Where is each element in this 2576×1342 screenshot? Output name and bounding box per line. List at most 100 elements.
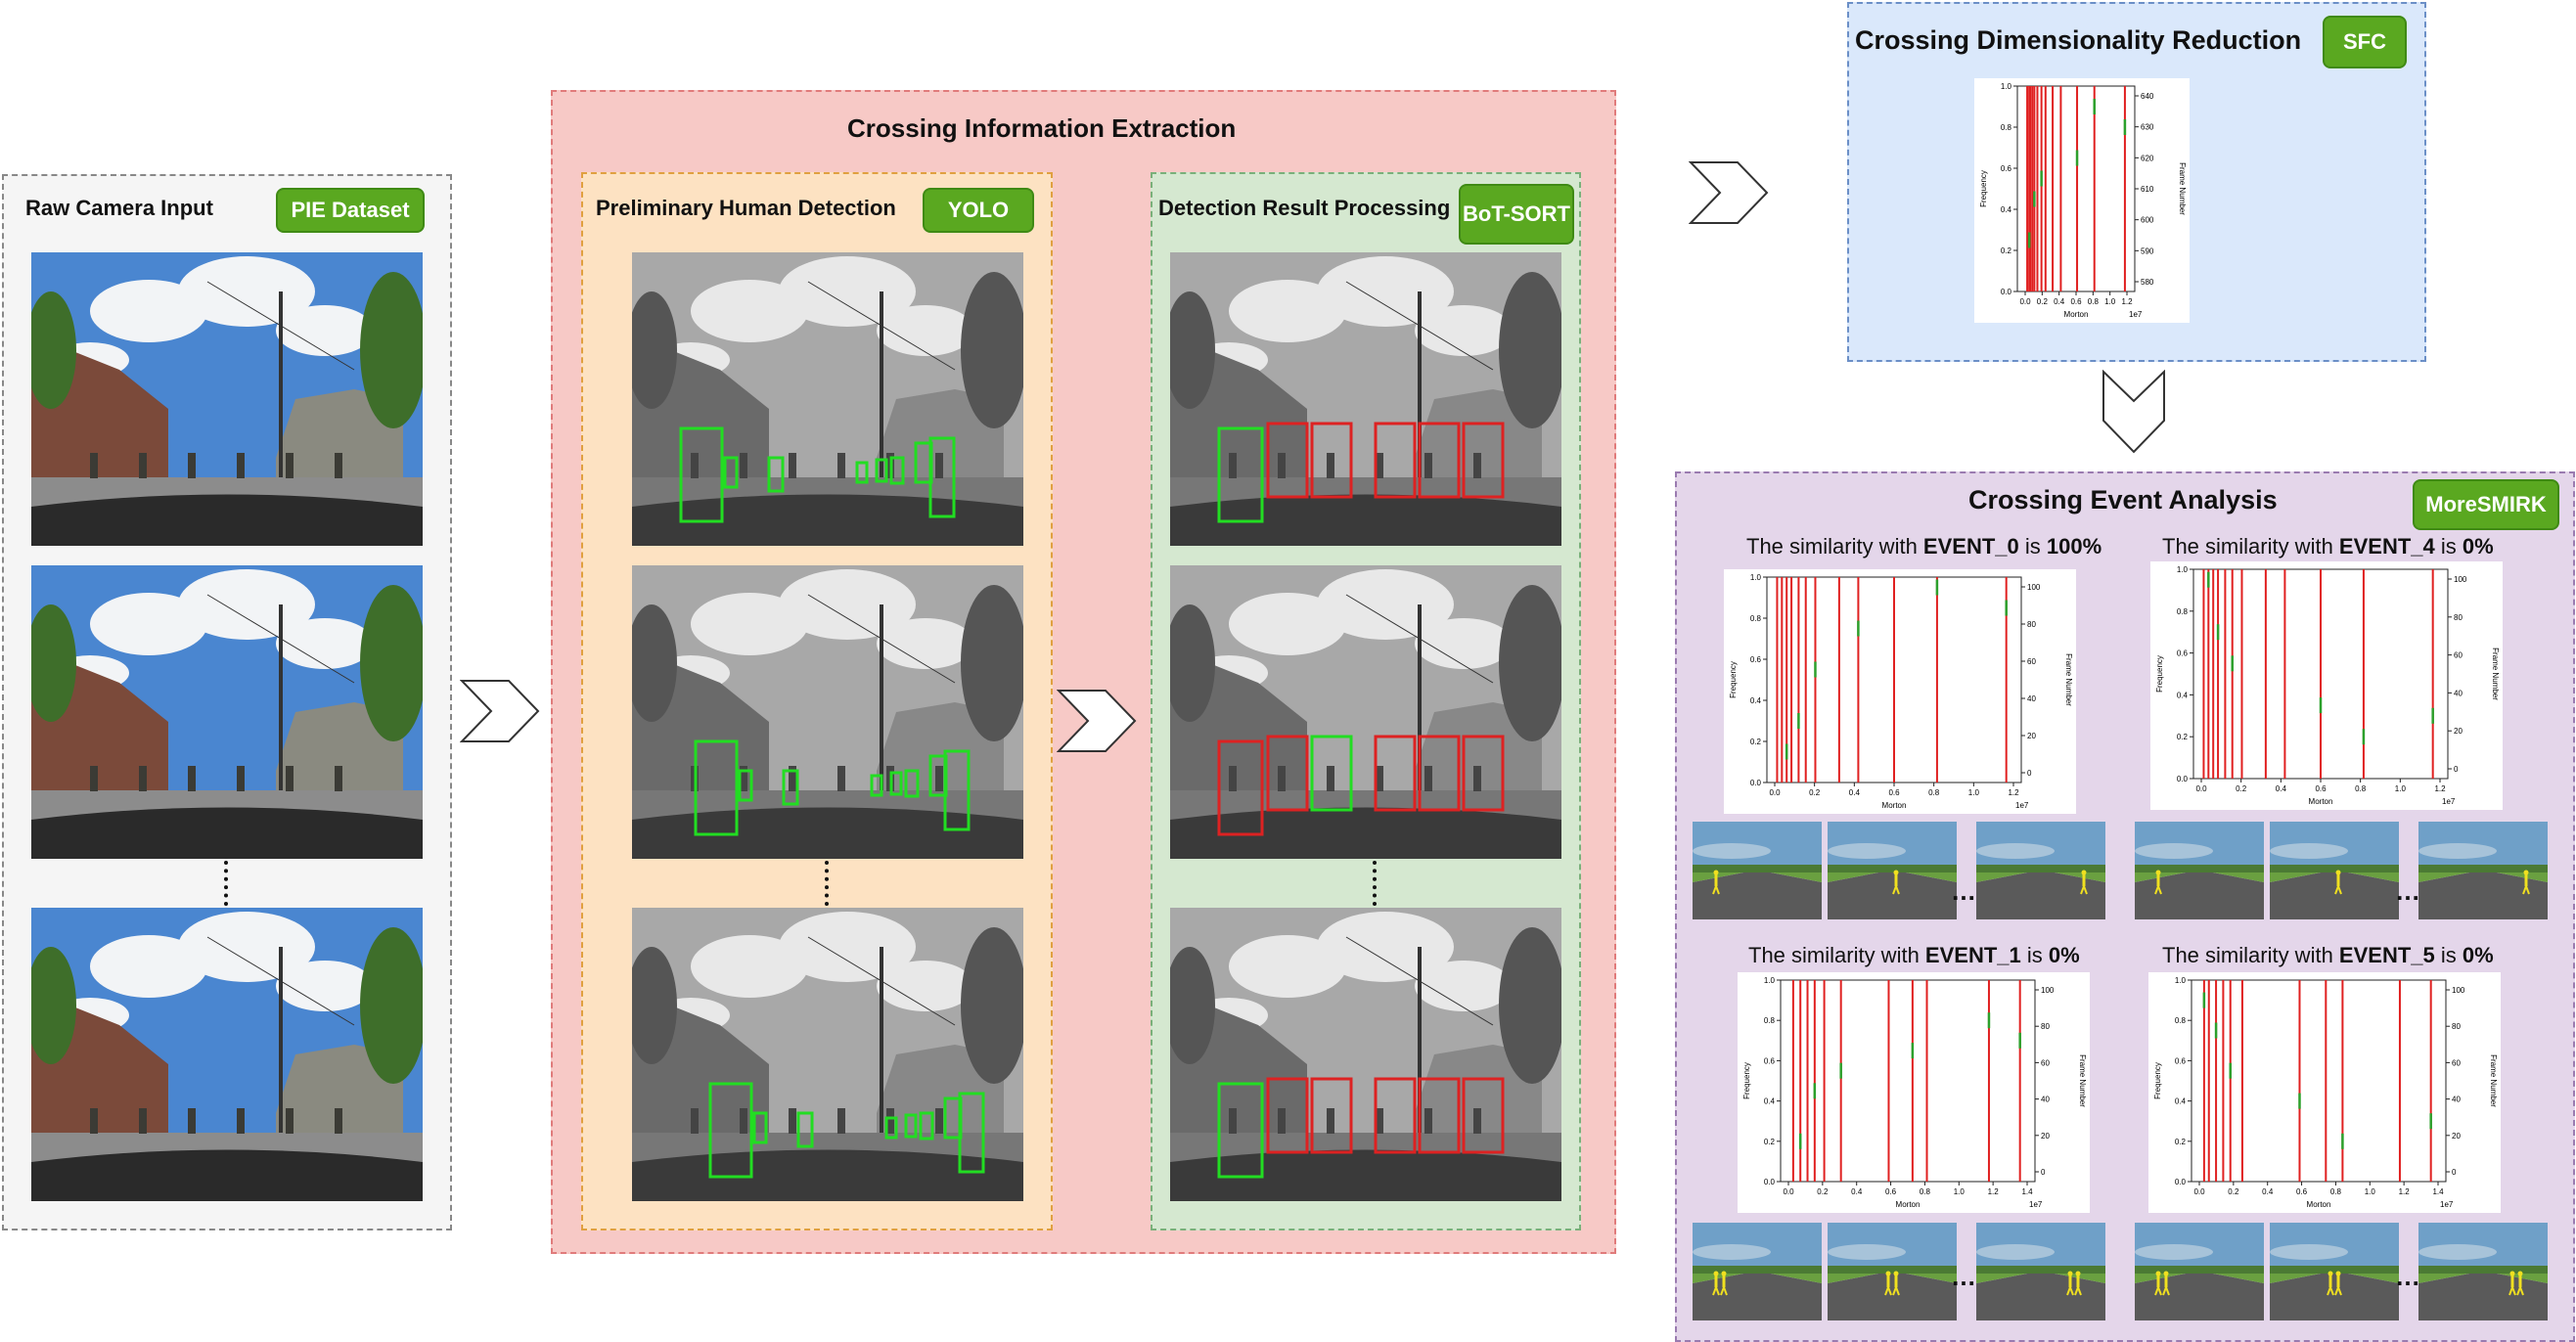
svg-text:0.0: 0.0 [2019, 297, 2031, 306]
moresmirk-badge: MoreSMIRK [2413, 479, 2559, 530]
svg-text:0.2: 0.2 [2236, 784, 2247, 793]
svg-text:0.0: 0.0 [1750, 779, 1762, 787]
svg-text:0: 0 [2041, 1168, 2046, 1177]
svg-text:1e7: 1e7 [2440, 1200, 2454, 1209]
svg-text:Morton: Morton [1896, 1200, 1921, 1209]
raw-camera-title: Raw Camera Input [25, 196, 213, 220]
svg-text:620: 620 [2141, 154, 2154, 162]
svg-text:60: 60 [2452, 1058, 2461, 1067]
sim-frame [1976, 822, 2105, 919]
similarity-label-event4: The similarity with EVENT_4 is 0% [2162, 534, 2494, 559]
svg-text:0.6: 0.6 [1764, 1056, 1776, 1065]
svg-text:0.4: 0.4 [1849, 788, 1861, 797]
svg-text:580: 580 [2141, 278, 2154, 287]
svg-text:0: 0 [2452, 1168, 2457, 1177]
svg-text:20: 20 [2027, 732, 2036, 740]
raw-camera-frame [31, 252, 423, 546]
bot-sort-badge: BoT-SORT [1459, 184, 1574, 245]
svg-text:1.2: 1.2 [2008, 788, 2019, 797]
svg-text:0.4: 0.4 [2177, 691, 2189, 699]
svg-text:40: 40 [2454, 689, 2463, 697]
svg-text:0.6: 0.6 [2175, 1056, 2187, 1065]
svg-text:40: 40 [2452, 1096, 2461, 1104]
svg-text:0.2: 0.2 [2001, 246, 2012, 255]
svg-text:0: 0 [2027, 769, 2032, 778]
svg-text:Frame Number: Frame Number [2178, 162, 2187, 215]
svg-text:100: 100 [2454, 575, 2467, 584]
sim-ellipsis: … [1951, 1262, 1978, 1291]
svg-text:60: 60 [2041, 1058, 2050, 1067]
svg-text:Frequency: Frequency [1742, 1062, 1751, 1099]
yolo-badge: YOLO [923, 188, 1034, 233]
yolo-detection-frame [632, 565, 1023, 859]
svg-text:0.8: 0.8 [2330, 1187, 2342, 1196]
yolo-detection-frame [632, 908, 1023, 1201]
svg-text:630: 630 [2141, 123, 2154, 132]
svg-text:1.0: 1.0 [1968, 788, 1980, 797]
svg-text:1.4: 1.4 [2432, 1187, 2444, 1196]
svg-text:0.8: 0.8 [2355, 784, 2367, 793]
svg-text:100: 100 [2027, 583, 2041, 592]
svg-text:0.0: 0.0 [2001, 288, 2012, 296]
sim-frame [1828, 822, 1957, 919]
svg-text:1e7: 1e7 [2015, 801, 2029, 810]
svg-text:Frequency: Frequency [1729, 661, 1738, 698]
svg-text:0.0: 0.0 [2195, 784, 2207, 793]
svg-text:Frequency: Frequency [2155, 655, 2164, 693]
svg-text:20: 20 [2452, 1132, 2461, 1141]
svg-text:0.2: 0.2 [1817, 1187, 1829, 1196]
bot-sort-frame [1170, 565, 1561, 859]
svg-text:80: 80 [2041, 1022, 2050, 1031]
svg-text:0.8: 0.8 [2001, 123, 2012, 132]
svg-text:0.0: 0.0 [1783, 1187, 1794, 1196]
svg-text:600: 600 [2141, 216, 2154, 225]
svg-text:Frequency: Frequency [1979, 170, 1988, 207]
similarity-label-event0: The similarity with EVENT_0 is 100% [1746, 534, 2102, 559]
svg-text:1.0: 1.0 [1750, 573, 1762, 582]
raw-camera-frame [31, 908, 423, 1201]
sim-frame [2270, 1223, 2399, 1320]
svg-text:0.6: 0.6 [2315, 784, 2327, 793]
svg-text:20: 20 [2041, 1132, 2050, 1141]
similarity-label-event5: The similarity with EVENT_5 is 0% [2162, 943, 2494, 967]
raw-ellipsis [224, 861, 232, 906]
svg-text:1.2: 1.2 [1988, 1187, 2000, 1196]
svg-text:0.8: 0.8 [1764, 1016, 1776, 1025]
svg-text:0.2: 0.2 [1764, 1138, 1776, 1146]
svg-text:1e7: 1e7 [2442, 797, 2456, 806]
svg-text:0.6: 0.6 [1885, 1187, 1897, 1196]
svg-text:Morton: Morton [1882, 801, 1907, 810]
svg-text:0.0: 0.0 [2193, 1187, 2205, 1196]
svg-text:80: 80 [2454, 613, 2463, 622]
svg-text:1.0: 1.0 [2001, 82, 2012, 91]
svg-text:0.2: 0.2 [2175, 1138, 2187, 1146]
reduction-title: Crossing Dimensionality Reduction [1855, 25, 2302, 55]
svg-text:1.0: 1.0 [2175, 976, 2187, 985]
svg-text:80: 80 [2452, 1022, 2461, 1031]
svg-text:0.4: 0.4 [2001, 205, 2012, 214]
svg-text:1.2: 1.2 [2399, 1187, 2411, 1196]
sim-ellipsis: … [2395, 1262, 2422, 1291]
svg-text:1.0: 1.0 [2365, 1187, 2376, 1196]
svg-text:Frame Number: Frame Number [2064, 653, 2073, 706]
sim-frame [1976, 1223, 2105, 1320]
svg-text:640: 640 [2141, 92, 2154, 101]
svg-text:80: 80 [2027, 620, 2036, 629]
svg-text:0.2: 0.2 [2228, 1187, 2239, 1196]
svg-text:0.0: 0.0 [1764, 1178, 1776, 1186]
svg-text:0.4: 0.4 [2276, 784, 2287, 793]
svg-text:0.4: 0.4 [1851, 1187, 1863, 1196]
sim-frame [1693, 822, 1822, 919]
sim-ellipsis: … [2395, 876, 2422, 906]
svg-text:0.4: 0.4 [2054, 297, 2065, 306]
svg-text:Morton: Morton [2064, 310, 2089, 319]
svg-text:610: 610 [2141, 185, 2154, 194]
sim-ellipsis: … [1951, 876, 1978, 906]
svg-text:Morton: Morton [2309, 797, 2333, 806]
svg-text:0.8: 0.8 [2088, 297, 2100, 306]
svg-text:0.2: 0.2 [2177, 733, 2189, 741]
yolo-detection-frame [632, 252, 1023, 546]
processing-title: Detection Result Processing [1158, 196, 1451, 220]
